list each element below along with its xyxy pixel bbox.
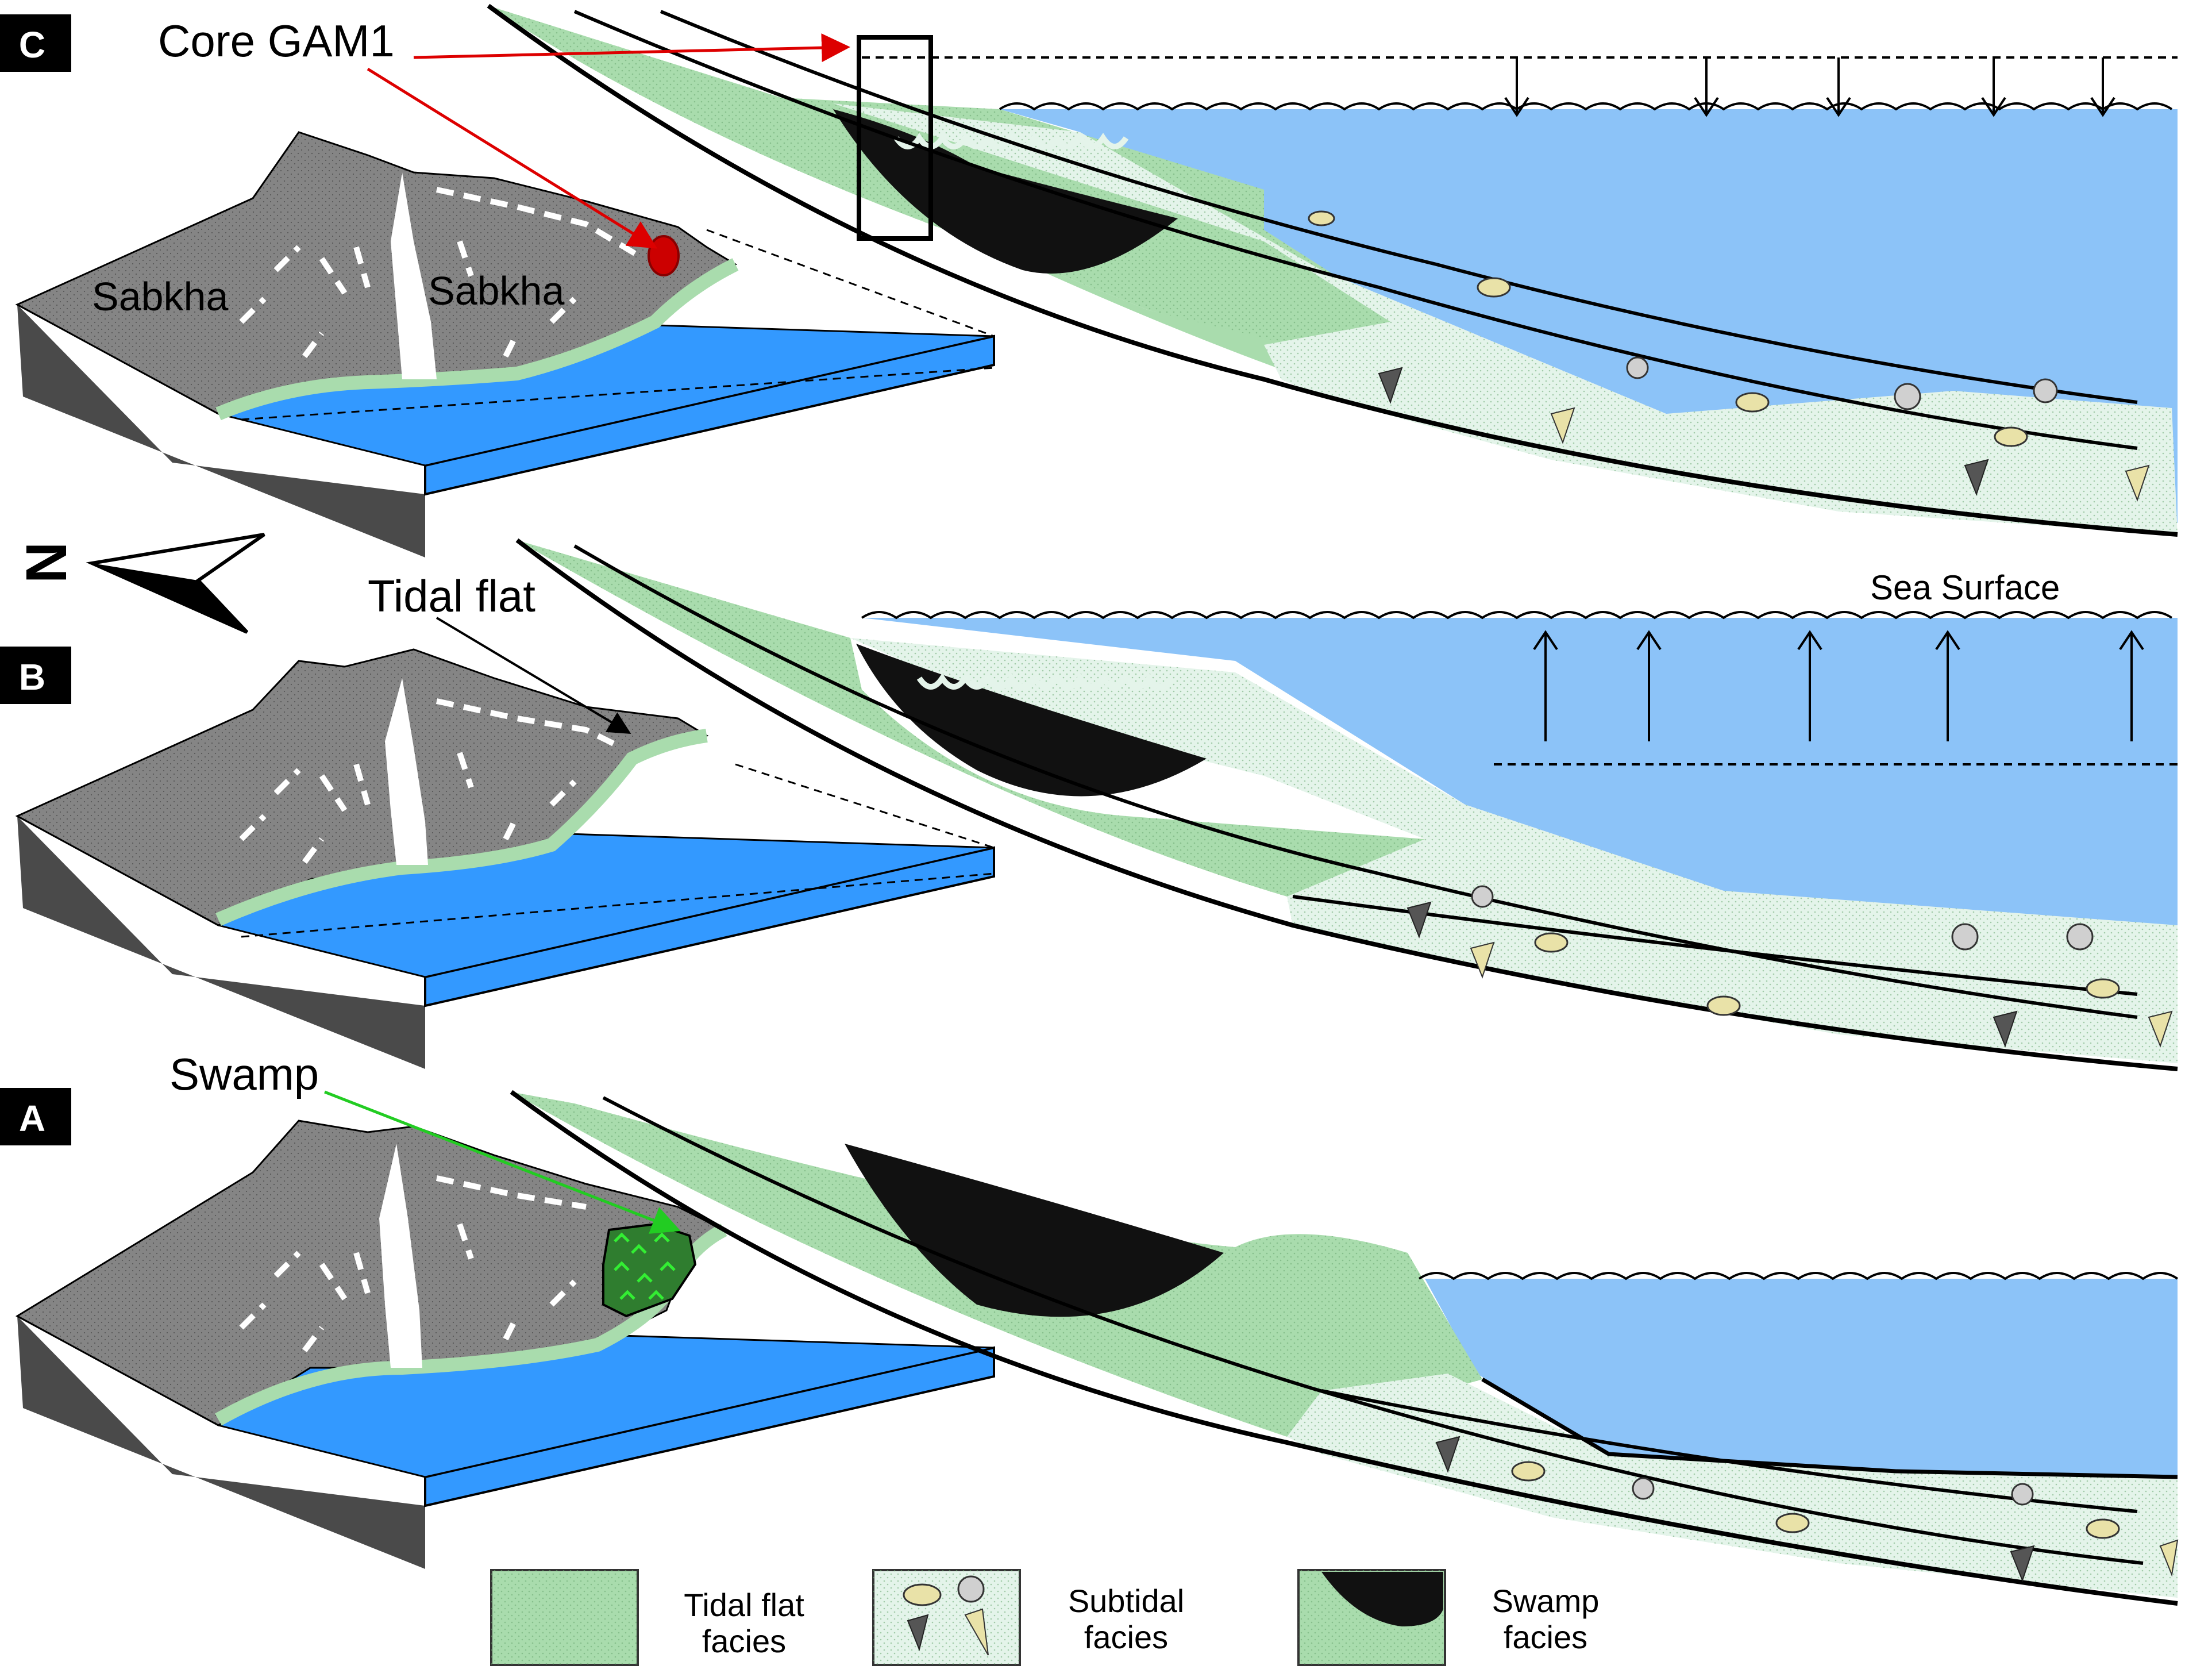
swamp-label-group: Swamp xyxy=(169,1049,681,1234)
sea-level-wavy xyxy=(861,611,2173,620)
sea-rise-arrows xyxy=(1533,630,2144,741)
svg-text:C: C xyxy=(19,24,45,66)
sea-level-wavy xyxy=(1418,1272,2179,1280)
panel-letter-b: B xyxy=(0,647,71,704)
cliff-face xyxy=(17,1316,425,1569)
swamp-pointer-arrow xyxy=(324,1090,681,1234)
legend-label-tidal-flat-line1: Tidal flat xyxy=(684,1587,804,1623)
legend-label-subtidal-line1: Subtidal xyxy=(1068,1583,1184,1619)
legend-label-tidal-flat-line2: facies xyxy=(702,1623,786,1659)
bedding-1 xyxy=(602,1096,2144,1565)
core-label-group: Core GAM1 xyxy=(158,16,850,249)
block-diagram-c: Sabkha Sabkha xyxy=(15,131,995,557)
section-base xyxy=(510,1090,2178,1606)
swamp-label: Swamp xyxy=(169,1049,319,1099)
tidal-flat-lower xyxy=(977,241,1293,374)
legend: Tidal flat facies Subtidal facies Swamp … xyxy=(490,1569,1600,1666)
tidal-flat-pointer-arrow xyxy=(436,617,631,734)
swamp-vegetation xyxy=(614,1232,676,1300)
bedding-2 xyxy=(660,10,2138,404)
block-diagram-b xyxy=(15,648,995,1069)
section-base xyxy=(487,3,2178,537)
cross-section-b xyxy=(515,538,2178,1071)
shoreline xyxy=(215,729,708,926)
core-location-arrow xyxy=(367,67,658,249)
sabkha-label-left: Sabkha xyxy=(92,274,228,319)
land-texture xyxy=(17,132,735,414)
core-gam1-box xyxy=(857,35,933,241)
core-location-marker xyxy=(648,235,680,276)
swamp-deposit xyxy=(833,109,1178,274)
tidal-creeks xyxy=(239,187,645,358)
panel-letter-c: C xyxy=(0,14,71,72)
bedding-1 xyxy=(573,544,2138,1019)
legend-label-swamp-line1: Swamp xyxy=(1492,1583,1600,1619)
fossil-shells xyxy=(1308,210,2150,502)
swamp-deposit xyxy=(845,1144,1224,1317)
sea-level-wavy xyxy=(999,102,2173,111)
swamp-top-scallops xyxy=(893,132,1129,149)
legend-item-subtidal: Subtidal facies xyxy=(872,1569,1184,1666)
channel xyxy=(379,1144,422,1368)
sea-fall-arrows xyxy=(1504,57,2115,117)
core-pointer-arrow xyxy=(413,33,850,63)
tidal-flat-label-group: Tidal flat xyxy=(368,571,631,734)
sea-floor xyxy=(1481,1377,2178,1479)
section-base xyxy=(515,538,2178,1071)
bedding-1 xyxy=(573,10,2138,450)
core-label: Core GAM1 xyxy=(158,16,395,66)
legend-item-swamp: Swamp facies xyxy=(1297,1569,1600,1666)
block-diagram-a xyxy=(15,1120,995,1569)
shoreline xyxy=(215,258,739,421)
channel xyxy=(391,172,437,379)
north-label: N xyxy=(14,542,79,583)
svg-text:B: B xyxy=(19,656,45,698)
north-arrow: N xyxy=(14,533,265,634)
sea-water xyxy=(1425,1279,2178,1494)
legend-label-swamp-line2: facies xyxy=(1504,1619,1587,1655)
channel xyxy=(385,678,428,865)
tidal-creeks xyxy=(239,1175,587,1352)
cross-section-a xyxy=(510,1090,2179,1606)
sea-surface-label: Sea Surface xyxy=(1870,568,2060,607)
fossil-shells xyxy=(1406,885,2173,1048)
sea-water xyxy=(862,618,2178,943)
cliff-face xyxy=(17,305,425,557)
legend-label-subtidal-line2: facies xyxy=(1084,1619,1168,1655)
tidal-flat-label: Tidal flat xyxy=(368,571,535,621)
swamp-top-scallops xyxy=(916,672,1175,690)
tidal-creeks xyxy=(239,698,622,864)
fossil-shells xyxy=(1435,1436,2179,1582)
panel-letter-a: A xyxy=(0,1088,71,1145)
cliff-face xyxy=(17,816,425,1069)
sabkha-label-right: Sabkha xyxy=(428,268,564,313)
cross-section-c xyxy=(487,3,2178,537)
svg-text:A: A xyxy=(19,1098,45,1139)
legend-item-tidal-flat: Tidal flat facies xyxy=(490,1569,804,1666)
